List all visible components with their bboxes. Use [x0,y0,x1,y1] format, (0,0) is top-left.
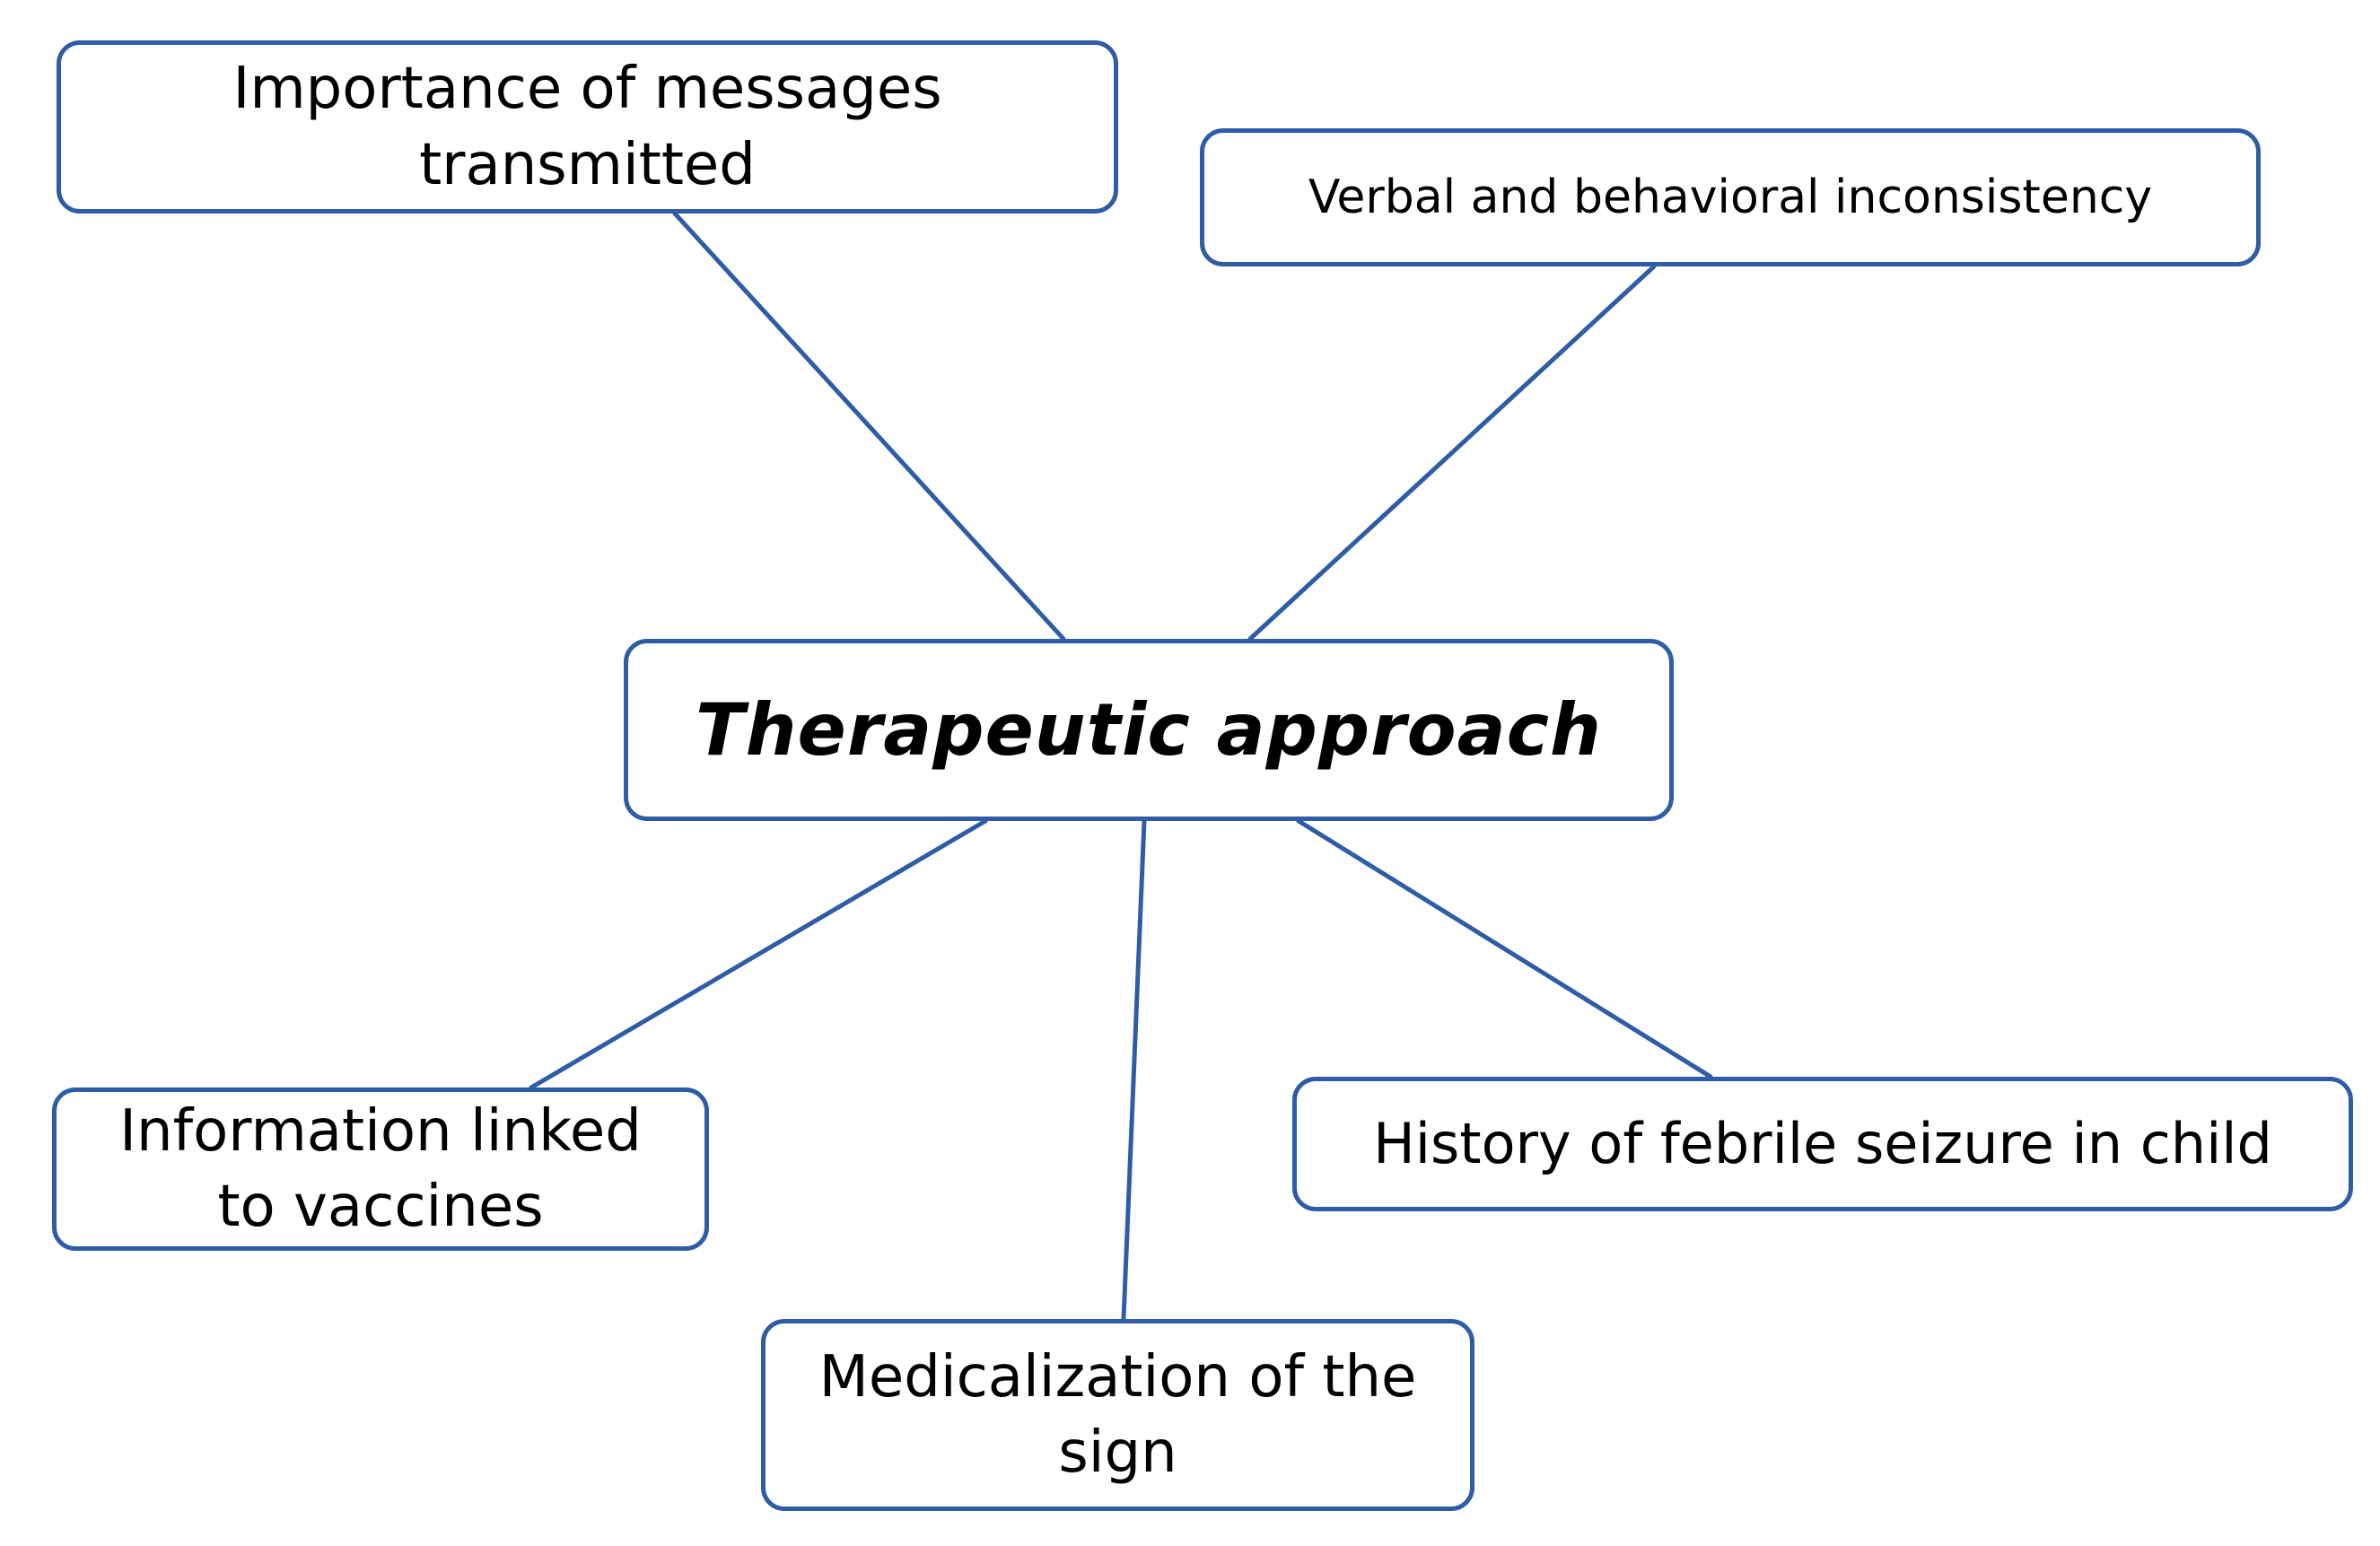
branch-node-label: Information linked to vaccines [119,1097,642,1240]
connector-center-verbal [1247,264,1657,642]
connector-center-seizure [1296,818,1713,1079]
connector-center-vaccines [529,818,988,1090]
connector-center-importance [672,211,1066,642]
branch-node-label: Verbal and behavioral inconsistency [1308,170,2153,224]
branch-node-medical: Medicalization of the sign [761,1319,1474,1511]
center-node-label: Therapeutic approach [696,687,1602,772]
branch-node-seizure: History of febrile seizure in child [1292,1077,2353,1211]
branch-node-vaccines: Information linked to vaccines [52,1087,709,1251]
branch-node-label: History of febrile seizure in child [1373,1111,2272,1177]
branch-node-importance: Importance of messages transmitted [57,40,1118,214]
branch-node-label: Importance of messages transmitted [232,56,942,198]
branch-node-verbal: Verbal and behavioral inconsistency [1200,128,2261,266]
connector-center-medical [1121,818,1147,1322]
center-node: Therapeutic approach [624,639,1674,821]
branch-node-label: Medicalization of the sign [818,1343,1417,1486]
